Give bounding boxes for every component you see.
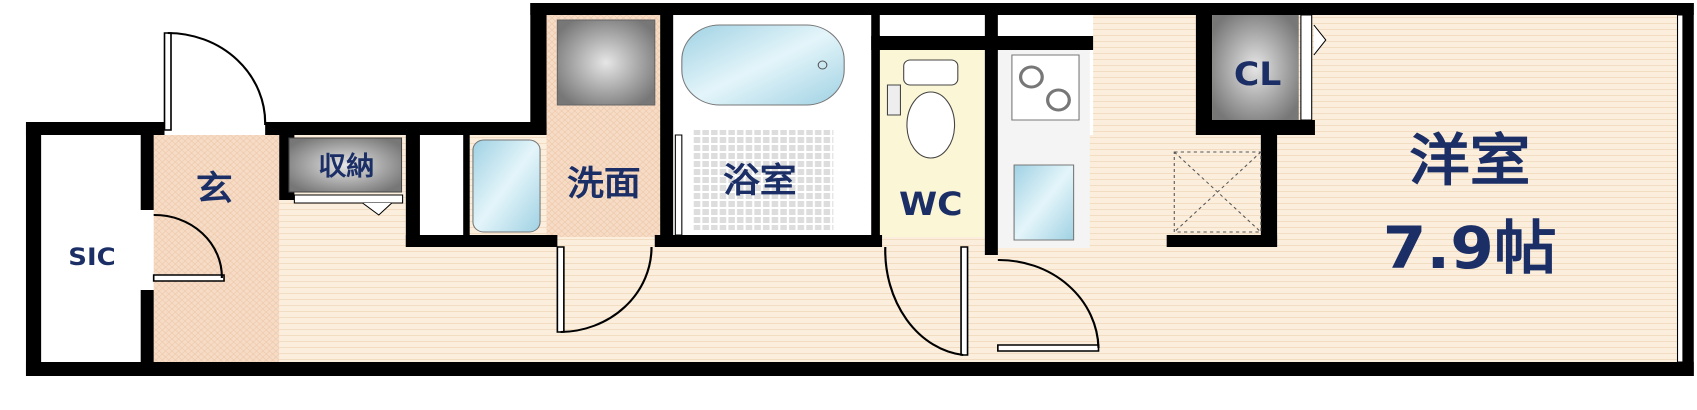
entrance-door[interactable] [163, 32, 267, 131]
bathtub-drain [817, 60, 828, 70]
walls [25, 3, 1694, 376]
room-label-storage: 収納 [318, 151, 374, 182]
room-size-western: 7.9帖 [1383, 215, 1557, 282]
room-label-western: 洋室 [1409, 128, 1530, 193]
storage-area [419, 135, 464, 235]
western-room-floor [1093, 15, 1687, 363]
toilet-bowl [906, 91, 956, 159]
window [1676, 14, 1684, 363]
storage-door-marker [362, 202, 393, 216]
bathroom-tiles [692, 130, 834, 230]
storage-shelf [293, 194, 404, 204]
closet-door [1300, 14, 1313, 121]
genkan-floor [153, 135, 280, 363]
room-label-closet: CL [1234, 55, 1281, 92]
bathtub [681, 24, 845, 106]
closet-door-marker [1313, 24, 1327, 56]
storage-box [288, 137, 403, 193]
sic-door[interactable] [152, 213, 225, 282]
kitchen-sink [1013, 164, 1075, 241]
room-label-sic: SIC [68, 243, 115, 271]
wc-door[interactable] [884, 246, 969, 356]
sic-floor [41, 135, 141, 363]
ceiling-hatch [1173, 151, 1262, 233]
stove [1011, 54, 1080, 121]
bathroom-door [674, 134, 683, 236]
room-label-washroom: 洗面 [567, 164, 641, 203]
room-door[interactable] [997, 258, 1100, 352]
washroom-door[interactable] [556, 246, 653, 333]
top-strip-left [879, 15, 980, 35]
room-label-bathroom: 浴室 [723, 161, 797, 200]
closet-interior [1212, 15, 1299, 120]
washing-machine-pan [556, 19, 656, 106]
room-label-genkan: 玄 [196, 169, 233, 208]
top-strip-right [1001, 15, 1088, 35]
toilet-control [886, 84, 901, 116]
burner-icon [1046, 88, 1071, 112]
burner-icon [1018, 65, 1044, 89]
sink [472, 139, 541, 233]
room-label-wc: WC [899, 185, 963, 222]
toilet-tank [903, 59, 959, 86]
